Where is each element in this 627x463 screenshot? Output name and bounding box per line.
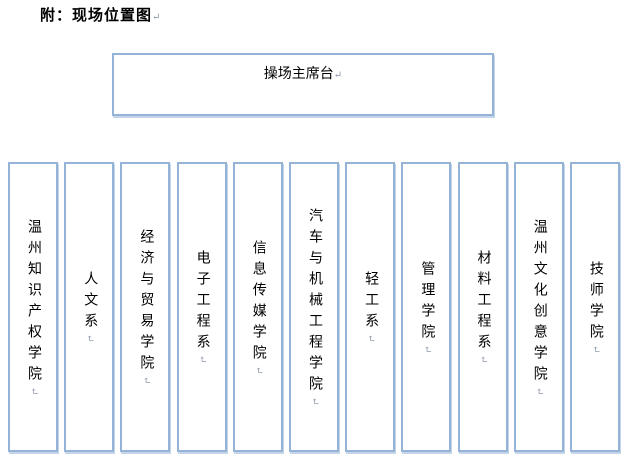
paragraph-mark-icon: ↵ [421,344,433,354]
position-box-label: 温州知识产权学院 [26,218,41,387]
position-box: 人文系↵ [64,162,115,452]
attachment-title: 附：现场位置图↵ [40,4,160,25]
position-box-label: 管理学院 [419,260,435,345]
position-box: 轻工系↵ [345,162,396,452]
position-box: 电子工程系↵ [176,162,227,452]
position-box: 信息传媒学院↵ [232,162,283,452]
position-box-label: 信息传媒学院 [250,239,266,366]
paragraph-mark-icon: ↵ [333,70,343,81]
position-box: 管理学院↵ [401,162,452,452]
position-boxes-row: 温州知识产权学院↵ 人文系↵ 经济与贸易学院↵ 电子工程系↵ 信息传媒学院↵ 汽… [8,162,620,452]
position-box-label: 人文系 [82,271,98,335]
paragraph-mark-icon: ↵ [533,386,545,396]
position-box-label: 汽车与机械工程学院 [306,208,322,398]
position-box-label: 轻工系 [363,271,379,335]
position-box-label: 材料工程系 [475,250,491,356]
stage-rostrum-box: 操场主席台↵ [112,53,494,116]
position-box-label: 经济与贸易学院 [138,229,154,377]
paragraph-mark-icon: ↵ [589,344,601,354]
position-box: 汽车与机械工程学院↵ [288,162,339,452]
paragraph-mark-icon: ↵ [140,376,152,385]
stage-rostrum-label: 操场主席台 [263,67,334,82]
paragraph-mark-icon: ↵ [308,397,320,406]
paragraph-mark-icon: ↵ [477,355,489,364]
paragraph-mark-icon: ↵ [196,355,208,364]
paragraph-mark-icon: ↵ [84,334,96,343]
position-box: 温州文化创意学院↵ [513,162,564,452]
position-box: 温州知识产权学院↵ [8,162,58,452]
position-box: 材料工程系↵ [457,162,508,452]
position-box-label: 技师学院 [587,260,603,345]
position-box: 经济与贸易学院↵ [120,162,171,452]
position-box: 技师学院↵ [569,162,620,452]
position-box-label: 温州文化创意学院 [531,218,547,387]
paragraph-mark-icon: ↵ [28,386,39,396]
paragraph-mark-icon: ↵ [152,12,161,23]
paragraph-mark-icon: ↵ [252,365,264,375]
paragraph-mark-icon: ↵ [365,334,377,343]
attachment-title-text: 附：现场位置图 [40,8,153,24]
position-box-label: 电子工程系 [194,250,210,356]
